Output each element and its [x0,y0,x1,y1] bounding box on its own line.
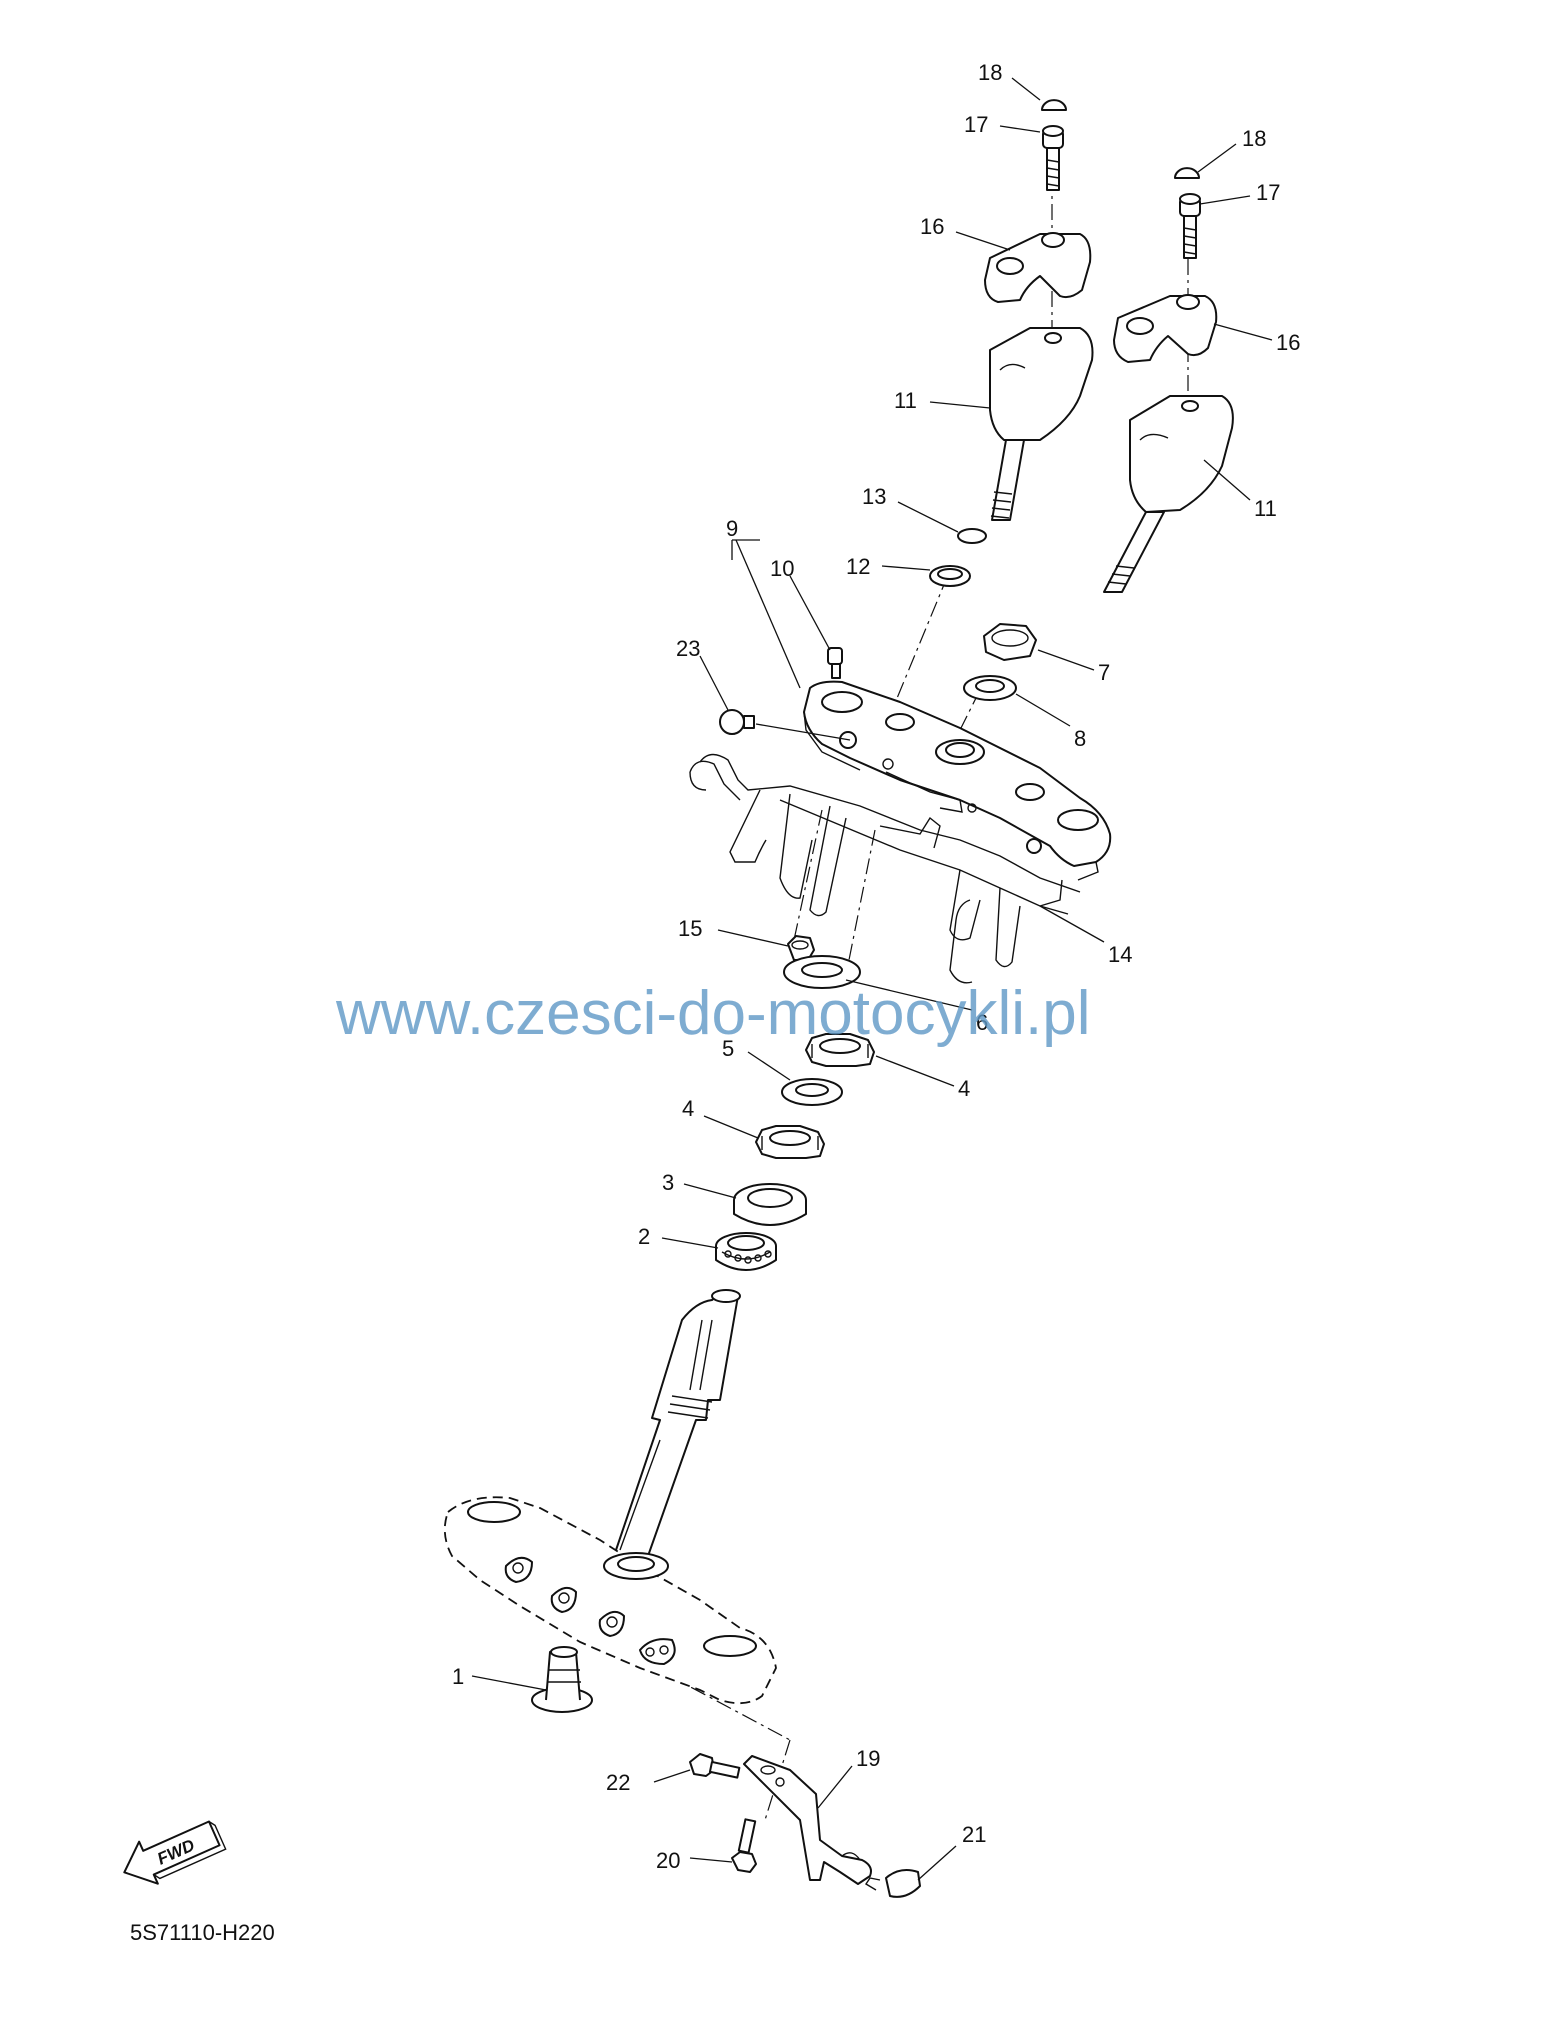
bearing-cover-3 [733,1183,807,1226]
callout-11: 11 [1254,496,1277,521]
drawing-code: 5S71110-H220 [130,1920,275,1945]
bolt-10 [827,647,843,679]
grommet-23 [719,709,755,735]
handlebar-upper-holder-16-right [1113,294,1218,363]
center-line [844,829,876,981]
bracket-19 [743,1755,872,1885]
callout-22: 22 [606,1770,630,1795]
callout-16: 16 [920,214,944,239]
nut-15 [787,935,815,961]
handlebar-lower-holder-11-left [989,327,1094,521]
leader-lines [471,77,1273,1881]
rubber-washer-5 [781,1078,843,1106]
callout-10: 10 [770,556,794,581]
callout-18: 18 [1242,126,1266,151]
ring-nut-4-upper [805,1033,875,1067]
callout-3: 3 [662,1170,674,1195]
bolt-17-right [1179,193,1201,259]
steering-stem-nut-7 [983,623,1037,661]
callout-1: 1 [452,1664,464,1689]
center-line [793,809,823,941]
cap-18-right [1174,167,1200,179]
handlebar-lower-holder-11-right [1103,395,1234,593]
callout-20: 20 [656,1848,680,1873]
callout-23: 23 [676,636,700,661]
callout-14: 14 [1108,942,1132,967]
lower-bracket [443,1496,777,1705]
cap-18-left [1041,99,1067,111]
callout-7: 7 [1098,660,1110,685]
callout-18: 18 [978,60,1002,85]
callout-15: 15 [678,916,702,941]
callout-16: 16 [1276,330,1300,355]
bolt-20 [731,1818,757,1873]
callout-17: 17 [964,112,988,137]
callout-9: 9 [726,516,738,541]
collar-12 [929,565,971,587]
handlebar-upper-holder-16-left [984,232,1092,303]
lock-washer-6 [783,955,861,989]
callout-6: 6 [976,1010,988,1035]
washer-13 [957,528,987,544]
watermark: www.czesci-do-motocykli.pl [335,979,1091,1048]
callout-19: 19 [856,1746,880,1771]
callout-13: 13 [862,484,886,509]
fwd-arrow-icon: FWD [123,1820,227,1885]
upper-bracket-9 [803,680,1112,881]
callout-2: 2 [638,1224,650,1249]
callout-17: 17 [1256,180,1280,205]
callout-4: 4 [958,1076,970,1101]
collar-1 [531,1646,593,1713]
callout-12: 12 [846,554,870,579]
steering-stem [613,1289,741,1557]
clip-21 [865,1869,921,1898]
ball-bearing-2 [715,1232,777,1271]
bolt-22 [689,1753,741,1779]
bolt-17-left [1042,125,1064,191]
callout-4: 4 [682,1096,694,1121]
callout-11: 11 [894,388,917,413]
center-line [887,574,949,721]
callout-8: 8 [1074,726,1086,751]
ring-nut-4-lower [755,1125,825,1159]
cable-guide-14 [689,753,1081,984]
callout-5: 5 [722,1036,734,1061]
callout-21: 21 [962,1822,986,1847]
washer-8 [963,675,1017,701]
